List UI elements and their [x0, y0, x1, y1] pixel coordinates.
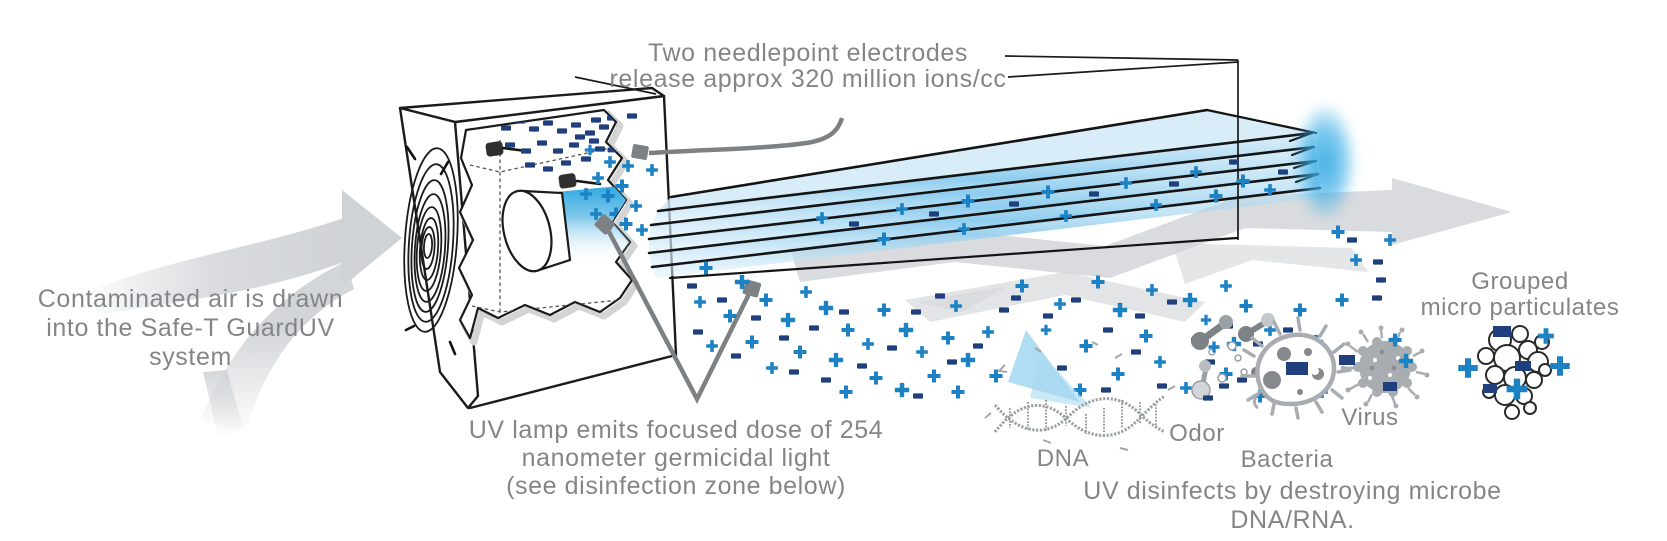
fan-icon [403, 145, 459, 356]
airflow-intake-arrow-icon [78, 190, 402, 440]
intake-caption: Contaminated air is drawn into the Safe-… [28, 285, 353, 372]
virus-icon [1339, 325, 1430, 409]
uv-lamp-caption-line: nanometer germicidal light [521, 444, 831, 472]
grouped-caption-line: micro particulates [1420, 294, 1620, 321]
uv-lamp-icon [501, 189, 572, 273]
cutaway-opening [457, 108, 640, 346]
airflow-ribbon [905, 272, 1205, 322]
needlepoint-electrode-icon [558, 173, 602, 189]
intake-caption-line: Contaminated air is drawn [37, 285, 344, 313]
plate-tip-glow [1293, 102, 1357, 222]
electrodes-caption: Two needlepoint electrodes release appro… [598, 40, 1018, 92]
electrodes-text-leader [574, 55, 1239, 240]
interior-dashed-lines [469, 140, 632, 313]
dna-label: DNA [1036, 445, 1090, 472]
intake-caption-line: system [149, 343, 232, 371]
fan-screws [404, 145, 457, 356]
intake-arrow-branch [200, 261, 354, 430]
intake-arrow-tail [203, 370, 243, 440]
uv-lamp-caption-line: UV lamp emits focused dose of 254 [468, 416, 884, 444]
intake-arrowhead [342, 190, 402, 287]
virus-label: Virus [1341, 404, 1399, 431]
odor-label: Odor [1169, 420, 1225, 447]
dna-icon [984, 330, 1176, 451]
grouped-particulates-caption: Grouped micro particulates [1380, 269, 1660, 321]
bacteria-label: Bacteria [1240, 446, 1334, 473]
particulate-cluster-icon [1458, 325, 1570, 420]
intake-caption-line: into the Safe-T GuardUV [46, 314, 335, 342]
electrodes-caption-line: Two needlepoint electrodes [648, 39, 968, 67]
bacteria-icon [1240, 316, 1352, 420]
ionizer-plates-icon [647, 102, 1357, 280]
uv-lamp-caption-line: (see disinfection zone below) [506, 472, 846, 500]
airflow-ribbon [1172, 243, 1368, 284]
uv-lamp-caption: UV lamp emits focused dose of 254 nanome… [455, 416, 897, 500]
intake-arrow-shaft [78, 218, 344, 314]
airflow-ribbon [918, 286, 1008, 312]
odor-molecules-icon [1191, 313, 1282, 401]
grouped-caption-line: Grouped [1471, 268, 1569, 295]
footnote-text: UV disinfects by destroying microbe DNA/… [1083, 477, 1502, 534]
electrodes-caption-line: release approx 320 million ions/cc [609, 65, 1007, 93]
electrode-leader [631, 117, 845, 160]
